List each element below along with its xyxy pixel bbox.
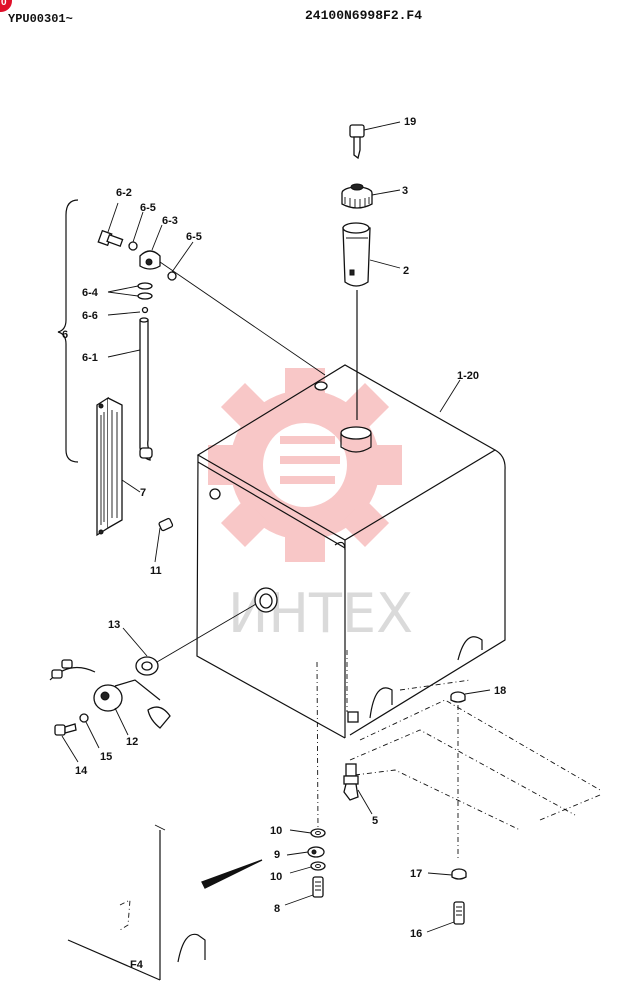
gasket-13 <box>122 603 257 676</box>
drain-cock-5 <box>343 763 373 815</box>
label-8: 8 <box>274 903 280 915</box>
label-17: 17 <box>410 868 422 880</box>
label-19: 19 <box>404 116 416 128</box>
header-left-code: YPU00301~ <box>8 12 73 26</box>
label-6: 6 <box>62 329 68 341</box>
label-6-6: 6-6 <box>82 310 98 322</box>
plug-11 <box>154 517 174 563</box>
label-10-lower: 10 <box>270 871 282 883</box>
key-part <box>349 121 401 160</box>
label-9: 9 <box>274 849 280 861</box>
clamp-9 <box>286 846 325 858</box>
bolt-16 <box>426 901 465 933</box>
label-1-20: 1-20 <box>457 370 479 382</box>
o-ring-upper <box>137 282 153 290</box>
label-2: 2 <box>403 265 409 277</box>
washer-6-5b <box>167 271 177 281</box>
label-6-2: 6-2 <box>116 187 132 199</box>
washer-15 <box>79 713 100 749</box>
level-sender-12 <box>49 659 171 736</box>
label-12: 12 <box>126 736 138 748</box>
group-6-bracket <box>57 199 79 463</box>
watermark-logo <box>208 368 402 562</box>
label-6-5-lower: 6-5 <box>186 231 202 243</box>
filler-strainer <box>342 222 401 420</box>
label-6-1: 6-1 <box>82 352 98 364</box>
label-13: 13 <box>108 619 120 631</box>
hydraulic-tank <box>196 364 506 831</box>
label-6-3: 6-3 <box>162 215 178 227</box>
label-3: 3 <box>402 185 408 197</box>
hollow-bolt <box>97 202 124 247</box>
frame-outline <box>349 679 601 831</box>
label-16: 16 <box>410 928 422 940</box>
label-15: 15 <box>100 751 112 763</box>
leader-1-20 <box>439 379 461 413</box>
washer-6-5a <box>128 241 138 251</box>
label-6-4: 6-4 <box>82 287 99 299</box>
washer-10-upper <box>289 828 326 838</box>
pad-18 <box>450 689 491 860</box>
pad-17 <box>427 868 467 880</box>
corner-badge-text: 0 <box>1 0 7 8</box>
label-14: 14 <box>75 765 88 777</box>
banjo-fitting <box>139 224 326 376</box>
bolt-14 <box>54 723 79 763</box>
label-f4: F4 <box>130 959 144 971</box>
watermark-text: ИНТЕХ <box>228 582 413 645</box>
level-gauge-pipe <box>107 317 153 461</box>
bolt-8 <box>284 876 324 906</box>
filler-cap <box>341 183 401 209</box>
label-5: 5 <box>372 815 378 827</box>
label-18: 18 <box>494 685 506 697</box>
level-gauge <box>96 396 141 537</box>
label-10-upper: 10 <box>270 825 282 837</box>
washer-10-lower <box>289 861 326 874</box>
header-right-code: 24100N6998F2.F4 <box>305 8 423 23</box>
f4-detail-view <box>67 824 263 981</box>
label-6-5-upper: 6-5 <box>140 202 156 214</box>
label-7: 7 <box>140 487 146 499</box>
small-ring <box>141 306 149 314</box>
o-ring-lower <box>137 292 153 300</box>
label-11: 11 <box>150 565 162 577</box>
